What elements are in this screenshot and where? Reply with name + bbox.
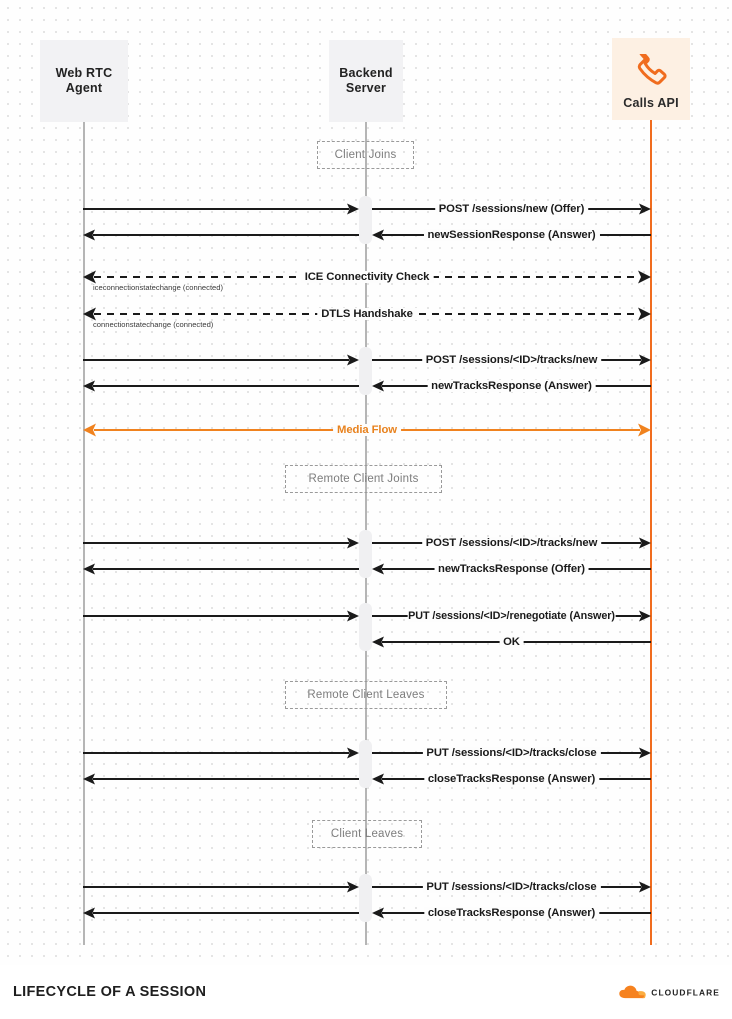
message-row (83, 198, 359, 220)
message-row (83, 375, 359, 397)
message-row: newTracksResponse (Answer) (372, 375, 651, 397)
participant-calls-api[interactable]: Calls API (612, 38, 690, 120)
message-label: Media Flow (333, 424, 401, 436)
message-row: ICE Connectivity Check (83, 266, 651, 288)
message-row (83, 532, 359, 554)
message-label: DTLS Handshake (317, 308, 417, 320)
message-label: newTracksResponse (Answer) (427, 380, 596, 392)
message-row (83, 605, 359, 627)
message-row (83, 742, 359, 764)
activation-bar (359, 347, 372, 395)
participant-label: Calls API (623, 95, 679, 110)
participant-webrtc-agent[interactable]: Web RTC Agent (40, 40, 128, 122)
sequence-diagram: Web RTC Agent Backend Server Calls API C… (40, 38, 690, 945)
message-row: DTLS Handshake (83, 303, 651, 325)
activation-bar (359, 740, 372, 788)
participant-label: Backend Server (339, 66, 393, 95)
message-row: PUT /sessions/<ID>/tracks/close (372, 742, 651, 764)
message-row (83, 902, 359, 924)
message-label: newTracksResponse (Offer) (434, 563, 589, 575)
message-row: POST /sessions/new (Offer) (372, 198, 651, 220)
message-row: closeTracksResponse (Answer) (372, 768, 651, 790)
message-label: POST /sessions/new (Offer) (434, 203, 589, 215)
message-label: ICE Connectivity Check (300, 271, 434, 283)
participant-backend-server[interactable]: Backend Server (329, 40, 403, 122)
message-row: POST /sessions/<ID>/tracks/new (372, 532, 651, 554)
note-client-leaves: Client Leaves (312, 820, 422, 848)
message-label: closeTracksResponse (Answer) (423, 907, 600, 919)
activation-bar (359, 196, 372, 244)
message-label: PUT /sessions/<ID>/renegotiate (Answer) (407, 610, 616, 622)
message-row: PUT /sessions/<ID>/tracks/close (372, 876, 651, 898)
footer: LIFECYCLE OF A SESSION CLOUDFLARE (0, 965, 732, 1019)
lifeline-calls-api (650, 120, 653, 945)
cloud-icon (618, 985, 647, 1000)
message-label: OK (499, 636, 524, 648)
phone-icon (632, 51, 670, 92)
note-label: Client Joins (334, 149, 397, 161)
message-row: newTracksResponse (Offer) (372, 558, 651, 580)
message-row: newSessionResponse (Answer) (372, 224, 651, 246)
note-label: Remote Client Joints (308, 473, 419, 485)
message-row-media-flow: Media Flow (83, 419, 651, 441)
message-row (83, 349, 359, 371)
message-label: newSessionResponse (Answer) (423, 229, 600, 241)
message-row: OK (372, 631, 651, 653)
message-label: POST /sessions/<ID>/tracks/new (421, 354, 602, 366)
note-client-joins: Client Joins (317, 141, 414, 169)
message-label: closeTracksResponse (Answer) (423, 773, 600, 785)
message-sublabel: iceconnectionstatechange (connected) (93, 283, 224, 292)
message-label: POST /sessions/<ID>/tracks/new (421, 537, 602, 549)
message-row (83, 558, 359, 580)
message-row: PUT /sessions/<ID>/renegotiate (Answer) (372, 605, 651, 627)
message-sublabel: connectionstatechange (connected) (93, 320, 214, 329)
message-row: closeTracksResponse (Answer) (372, 902, 651, 924)
message-label: PUT /sessions/<ID>/tracks/close (422, 881, 601, 893)
brand-name: CLOUDFLARE (651, 987, 720, 997)
page-title: LIFECYCLE OF A SESSION (13, 984, 207, 1000)
message-row (83, 768, 359, 790)
activation-bar (359, 603, 372, 651)
note-remote-client-leaves: Remote Client Leaves (285, 681, 447, 709)
cloudflare-logo: CLOUDFLARE (618, 985, 720, 1000)
activation-bar (359, 530, 372, 578)
message-row (83, 224, 359, 246)
activation-bar (359, 874, 372, 922)
message-row: POST /sessions/<ID>/tracks/new (372, 349, 651, 371)
note-label: Client Leaves (330, 828, 404, 840)
message-row (83, 876, 359, 898)
lifeline-webrtc-agent (83, 122, 85, 945)
note-remote-client-joins: Remote Client Joints (285, 465, 442, 493)
message-label: PUT /sessions/<ID>/tracks/close (422, 747, 601, 759)
note-label: Remote Client Leaves (307, 689, 425, 701)
participant-label: Web RTC Agent (55, 66, 113, 95)
